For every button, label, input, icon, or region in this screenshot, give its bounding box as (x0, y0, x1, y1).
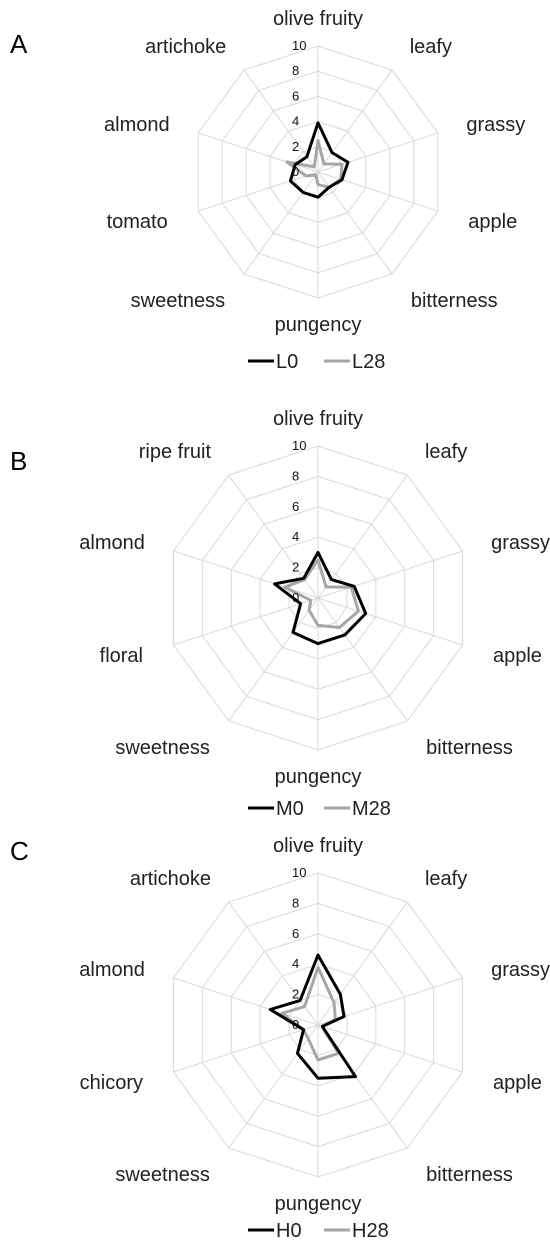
legend-label: L0 (276, 351, 298, 373)
axis-label: bitterness (426, 1164, 513, 1186)
grid-spoke (173, 1024, 319, 1073)
tick-label: 10 (292, 865, 306, 880)
tick-label: 10 (292, 438, 306, 453)
tick-label: 4 (292, 529, 299, 544)
series-line-l0 (288, 121, 350, 199)
tick-label: 0 (292, 164, 299, 179)
grid-spoke (243, 69, 319, 173)
radar-panel-a: A 0 2 4 6 8 10 olive fruity leafy grassy apple bitt… (10, 8, 525, 373)
axis-label: apple (493, 645, 542, 667)
legend-label: L28 (352, 351, 385, 373)
axis-label: tomato (107, 211, 168, 233)
tick-label: 6 (292, 88, 299, 103)
axis-label: apple (468, 211, 517, 233)
tick-label: 8 (292, 63, 299, 78)
series-line-m28 (283, 558, 360, 630)
grid-spoke (317, 597, 408, 722)
axis-label: grassy (466, 114, 525, 136)
grid-spoke (228, 1024, 319, 1149)
axis-label: leafy (410, 36, 452, 58)
legend-label: H28 (352, 1220, 389, 1242)
legend: L0 L28 (248, 351, 385, 373)
tick-label: 2 (292, 987, 299, 1002)
tick-label: 8 (292, 895, 299, 910)
axis-label: pungency (275, 314, 362, 336)
grid-spoke (317, 474, 408, 599)
legend: H0 H28 (248, 1220, 389, 1242)
axis-label: bitterness (426, 737, 513, 759)
legend-label: H0 (276, 1220, 302, 1242)
axis-label: chicory (80, 1072, 143, 1094)
panel-letter: A (10, 29, 28, 59)
grid-spoke (198, 171, 319, 212)
axis-label: artichoke (130, 868, 211, 890)
axis-label: almond (79, 959, 145, 981)
legend: M0 M28 (248, 798, 391, 820)
axis-label: floral (100, 645, 143, 667)
axis-label: sweetness (131, 290, 226, 312)
axis-label: almond (79, 532, 145, 554)
grid-spoke (317, 1024, 463, 1073)
legend-label: M28 (352, 798, 391, 820)
axis-label: pungency (275, 1193, 362, 1215)
grid-spoke (317, 132, 438, 173)
axis-label: leafy (425, 868, 467, 890)
series-line-m0 (273, 550, 368, 646)
tick-label: 4 (292, 114, 299, 129)
axis-label: sweetness (115, 1164, 210, 1186)
grid-spoke (228, 597, 319, 722)
tick-label: 6 (292, 926, 299, 941)
legend-label: M0 (276, 798, 304, 820)
radar-panel-b: B 0 2 4 6 8 10 olive fruity leafy grassy apple bitt… (10, 408, 550, 820)
tick-label: 2 (292, 139, 299, 154)
grid-spoke (317, 69, 393, 173)
axis-label: bitterness (411, 290, 498, 312)
tick-label: 10 (292, 38, 306, 53)
axis-label: leafy (425, 441, 467, 463)
panel-letter: B (10, 446, 27, 476)
axis-label: ripe fruit (139, 441, 212, 463)
grid-spoke (317, 171, 393, 275)
series-line-h28 (280, 965, 341, 1062)
grid-spoke (317, 171, 438, 212)
axis-label: olive fruity (273, 8, 363, 30)
grid-spoke (198, 132, 319, 173)
grid-spoke (173, 977, 319, 1026)
tick-label: 2 (292, 560, 299, 575)
axis-label: grassy (491, 959, 550, 981)
panel-letter: C (10, 836, 29, 866)
tick-label: 0 (292, 590, 299, 605)
tick-label: 8 (292, 468, 299, 483)
axis-label: olive fruity (273, 408, 363, 430)
tick-label: 0 (292, 1017, 299, 1032)
axis-label: grassy (491, 532, 550, 554)
axis-label: pungency (275, 766, 362, 788)
axis-label: apple (493, 1072, 542, 1094)
tick-label: 4 (292, 956, 299, 971)
series-line-h0 (268, 953, 358, 1080)
tick-label: 6 (292, 499, 299, 514)
grid-spoke (317, 901, 408, 1026)
grid-spoke (317, 597, 463, 646)
axis-label: artichoke (145, 36, 226, 58)
axis-label: olive fruity (273, 835, 363, 857)
grid-spoke (228, 901, 319, 1026)
grid-spoke (317, 550, 463, 599)
radar-panel-c: C 0 2 4 6 8 10 olive fruity leafy grassy apple bitt… (10, 835, 550, 1242)
grid-spoke (173, 597, 319, 646)
axis-label: almond (104, 114, 170, 136)
grid-spoke (243, 171, 319, 275)
axis-label: sweetness (115, 737, 210, 759)
